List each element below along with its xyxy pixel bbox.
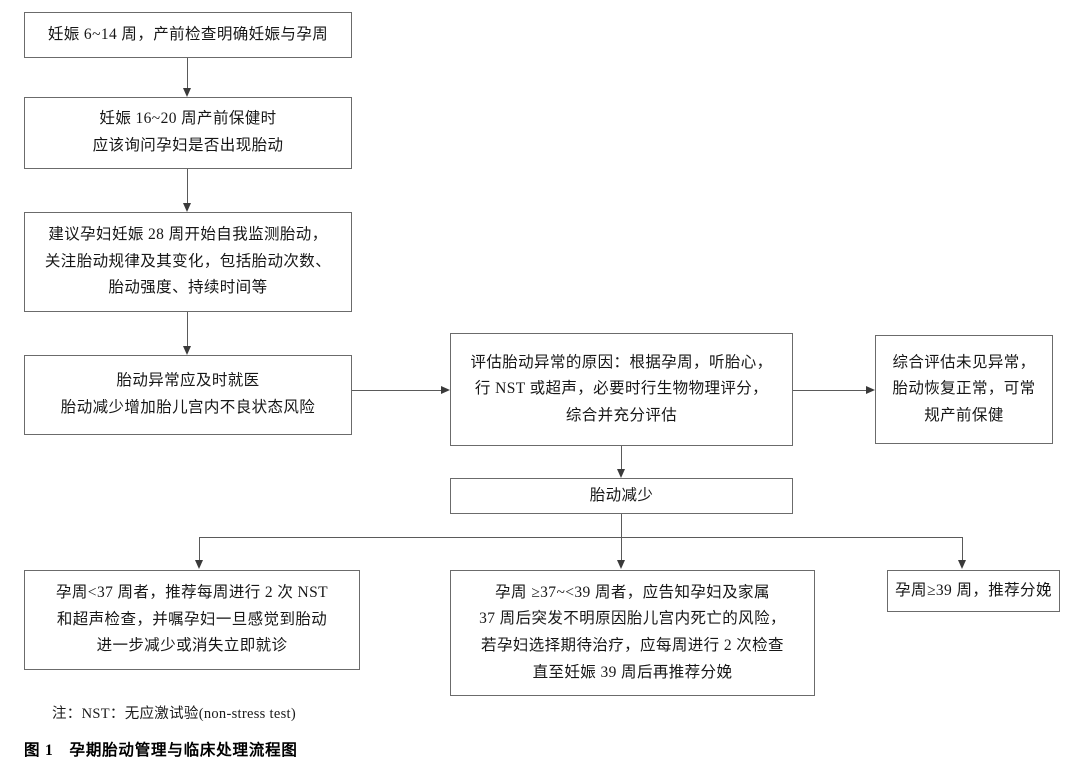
node-line: 综合并充分评估 xyxy=(565,406,678,424)
connector-n4-n5 xyxy=(352,390,441,391)
node-abnormal-seek-care: 胎动异常应及时就医 胎动减少增加胎儿宫内不良状态风险 xyxy=(24,355,352,435)
connector-bus-n8 xyxy=(199,537,200,560)
arrow-bus-n10 xyxy=(958,560,966,569)
arrow-n5-n6 xyxy=(866,386,875,394)
node-line: 胎动强度、持续时间等 xyxy=(108,279,268,297)
arrow-n4-n5 xyxy=(441,386,450,394)
node-self-monitor-28w: 建议孕妇妊娠 28 周开始自我监测胎动， 关注胎动规律及其变化，包括胎动次数、 … xyxy=(24,212,352,312)
node-confirm-pregnancy: 妊娠 6~14 周，产前检查明确妊娠与孕周 xyxy=(24,12,352,58)
node-line: 建议孕妇妊娠 28 周开始自我监测胎动， xyxy=(48,226,328,244)
node-line: 妊娠 6~14 周，产前检查明确妊娠与孕周 xyxy=(47,25,329,43)
node-line: 评估胎动异常的原因：根据孕周，听胎心， xyxy=(470,353,773,371)
node-line: 孕周<37 周者，推荐每周进行 2 次 NST xyxy=(56,584,328,602)
connector-bus-n9 xyxy=(621,537,622,560)
connector-n5-n7 xyxy=(621,446,622,469)
node-line: 孕周≥39 周，推荐分娩 xyxy=(895,581,1052,599)
node-line: 关注胎动规律及其变化，包括胎动次数、 xyxy=(44,252,332,270)
connector-n2-n3 xyxy=(187,169,188,203)
node-line: 胎动减少增加胎儿宫内不良状态风险 xyxy=(60,399,316,416)
node-line: 孕周 ≥37~<39 周者，应告知孕妇及家属 xyxy=(495,583,770,601)
branch-bus xyxy=(199,537,963,538)
arrow-n2-n3 xyxy=(183,203,191,212)
node-line: 胎动异常应及时就医 xyxy=(116,372,260,390)
node-line: 胎动恢复正常，可常 xyxy=(892,380,1036,398)
node-line: 应该询问孕妇是否出现胎动 xyxy=(92,137,284,154)
node-line: 若孕妇选择期待治疗，应每周进行 2 次检查 xyxy=(481,637,784,654)
connector-n5-n6 xyxy=(793,390,866,391)
node-over-39-weeks: 孕周≥39 周，推荐分娩 xyxy=(887,570,1060,612)
node-line: 胎动减少 xyxy=(589,486,654,504)
node-under-37-weeks: 孕周<37 周者，推荐每周进行 2 次 NST 和超声检查，并嘱孕妇一旦感觉到胎… xyxy=(24,570,360,670)
node-ask-fetal-movement: 妊娠 16~20 周产前保健时 应该询问孕妇是否出现胎动 xyxy=(24,97,352,169)
figure-caption: 图 1 孕期胎动管理与临床处理流程图 xyxy=(24,738,298,760)
figure-note: 注：NST：无应激试验(non-stress test) xyxy=(52,706,297,722)
node-line: 妊娠 16~20 周产前保健时 xyxy=(99,110,277,128)
connector-n3-n4 xyxy=(187,312,188,346)
arrow-bus-n8 xyxy=(195,560,203,569)
node-normal-result: 综合评估未见异常， 胎动恢复正常，可常 规产前保健 xyxy=(875,335,1053,444)
connector-bus-n10 xyxy=(962,537,963,560)
figure-number: 图 1 xyxy=(24,742,54,759)
node-line: 直至妊娠 39 周后再推荐分娩 xyxy=(532,663,733,681)
arrow-bus-n9 xyxy=(617,560,625,569)
arrow-n3-n4 xyxy=(183,346,191,355)
node-37-to-39-weeks: 孕周 ≥37~<39 周者，应告知孕妇及家属 37 周后突发不明原因胎儿宫内死亡… xyxy=(450,570,815,696)
node-line: 37 周后突发不明原因胎儿宫内死亡的风险， xyxy=(479,610,786,628)
connector-n7-bus xyxy=(621,514,622,537)
connector-n1-n2 xyxy=(187,58,188,88)
figure-title: 孕期胎动管理与临床处理流程图 xyxy=(69,742,298,759)
node-line: 综合评估未见异常， xyxy=(892,353,1036,371)
arrow-n1-n2 xyxy=(183,88,191,97)
node-line: 行 NST 或超声，必要时行生物物理评分， xyxy=(474,380,769,398)
node-line: 和超声检查，并嘱孕妇一旦感觉到胎动 xyxy=(56,610,328,628)
node-line: 规产前保健 xyxy=(924,406,1004,424)
arrow-n5-n7 xyxy=(617,469,625,478)
node-line: 进一步减少或消失立即就诊 xyxy=(96,637,288,655)
node-reduced-movement: 胎动减少 xyxy=(450,478,793,514)
node-evaluate-cause: 评估胎动异常的原因：根据孕周，听胎心， 行 NST 或超声，必要时行生物物理评分… xyxy=(450,333,793,446)
